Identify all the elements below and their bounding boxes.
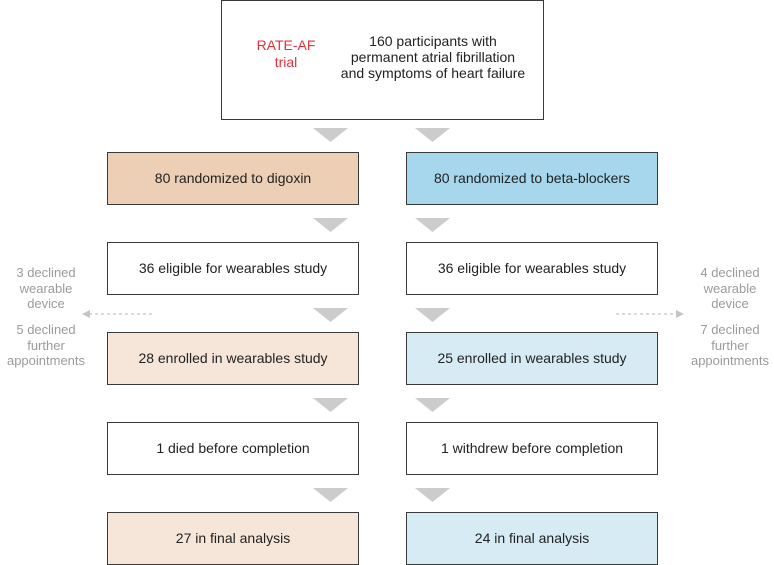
exclusion-arrowhead-left <box>82 310 90 318</box>
beta-blockers-enrolled-box: 25 enrolled in wearables study <box>406 332 658 385</box>
note-line: appointments <box>690 353 770 368</box>
note-line: 7 declined <box>700 322 760 337</box>
arrow-down-left-3 <box>313 308 348 322</box>
digoxin-enrolled-box: 28 enrolled in wearables study <box>107 332 359 385</box>
digoxin-declined-device-note: 3 declined wearable device <box>0 265 92 312</box>
note-line: wearable <box>19 280 73 296</box>
note-line: further <box>711 337 749 353</box>
arrow-down-right-1 <box>415 128 450 142</box>
note-line: 3 declined <box>16 265 76 280</box>
trial-desc-line2: permanent atrial fibrillation <box>350 49 516 65</box>
arrow-down-right-3 <box>415 308 450 322</box>
arrow-down-left-4 <box>313 398 348 412</box>
arrow-down-left-5 <box>313 488 348 502</box>
trial-desc-line1: 160 participants with <box>369 33 497 49</box>
beta-blockers-eligible-box: 36 eligible for wearables study <box>406 242 658 295</box>
trial-name-line1: RATE-AF <box>256 37 316 53</box>
trial-name-line2: trial <box>274 54 298 70</box>
trial-description: 160 participants with permanent atrial f… <box>328 33 538 81</box>
digoxin-outcome-box: 1 died before completion <box>107 422 359 475</box>
arrow-down-left-1 <box>313 128 348 142</box>
beta-blockers-declined-device-note: 4 declined wearable device <box>684 265 774 312</box>
beta-blockers-final-box: 24 in final analysis <box>406 512 658 565</box>
note-line: further <box>27 337 65 353</box>
note-line: 4 declined <box>700 265 760 280</box>
note-line: device <box>27 296 65 311</box>
note-line: wearable <box>703 280 757 296</box>
digoxin-randomized-box: 80 randomized to digoxin <box>107 152 359 205</box>
beta-blockers-outcome-box: 1 withdrew before completion <box>406 422 658 475</box>
digoxin-final-box: 27 in final analysis <box>107 512 359 565</box>
arrow-down-right-4 <box>415 398 450 412</box>
trial-desc-line3: and symptoms of heart failure <box>340 65 526 81</box>
arrow-down-right-5 <box>415 488 450 502</box>
arrow-down-left-2 <box>313 218 348 232</box>
digoxin-declined-appointments-note: 5 declined further appointments <box>0 322 92 369</box>
note-line: appointments <box>6 353 86 368</box>
beta-blockers-randomized-box: 80 randomized to beta-blockers <box>406 152 658 205</box>
digoxin-eligible-box: 36 eligible for wearables study <box>107 242 359 295</box>
exclusion-arrowhead-right <box>676 310 684 318</box>
note-line: device <box>711 296 749 311</box>
arrow-down-right-2 <box>415 218 450 232</box>
note-line: 5 declined <box>16 322 76 337</box>
trial-box: RATE-AF trial 160 participants with perm… <box>221 0 544 120</box>
trial-name: RATE-AF trial <box>252 37 320 71</box>
beta-blockers-declined-appointments-note: 7 declined further appointments <box>684 322 774 369</box>
